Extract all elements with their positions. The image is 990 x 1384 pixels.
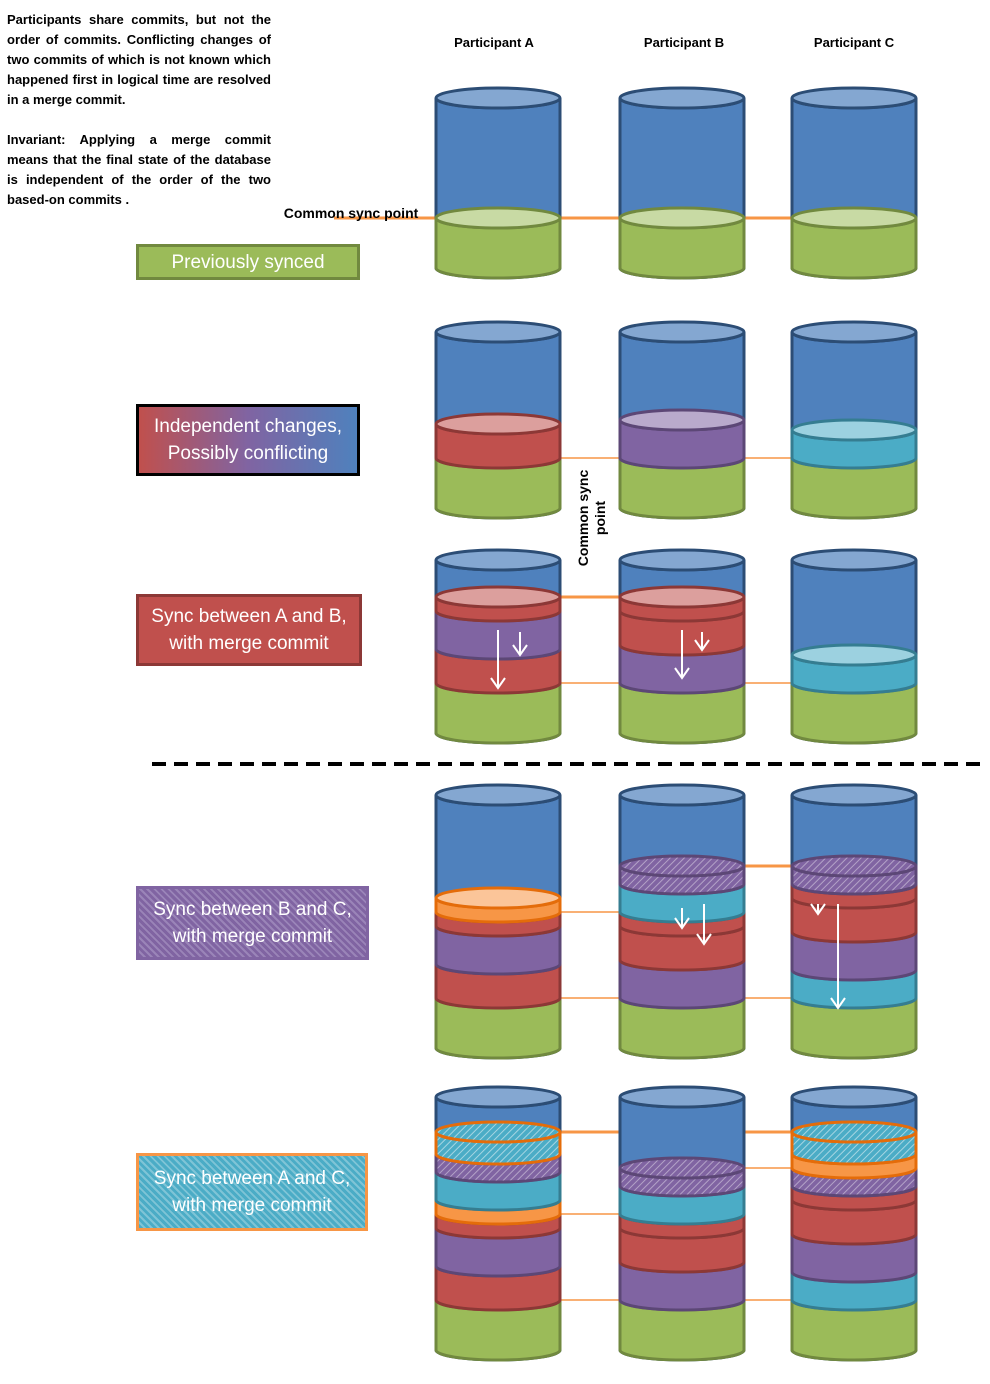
label-line: Independent changes,	[153, 416, 343, 437]
layer-top-surface	[790, 643, 918, 667]
sync-a-b-label: Sync between A and B, with merge commit	[136, 594, 362, 666]
database-top	[618, 783, 746, 807]
database-top	[434, 1085, 562, 1109]
merge-arrow	[830, 904, 846, 1010]
merge-arrow	[810, 903, 826, 916]
merge-arrow	[696, 904, 712, 946]
layer-top-surface	[790, 1120, 918, 1144]
layer-top-surface	[618, 206, 746, 230]
layer-top-surface	[618, 585, 746, 609]
database-top	[790, 548, 918, 572]
cylinder-stage1-participant-b	[618, 86, 746, 280]
cylinders	[434, 86, 918, 1362]
cylinder-stage1-participant-a	[434, 86, 562, 280]
database-top	[618, 320, 746, 344]
merge-arrow	[490, 630, 506, 690]
cylinder-stage2-participant-a	[434, 320, 562, 520]
layer-top-surface	[434, 206, 562, 230]
label-line: with merge commit	[172, 1195, 332, 1216]
cylinder-stage2-participant-c	[790, 320, 918, 520]
intro-paragraph-2: Invariant: Applying a merge commit means…	[7, 132, 271, 207]
label-line: Sync between A and B,	[151, 606, 347, 627]
layer-top-surface	[618, 408, 746, 432]
layer-top-surface	[618, 1156, 746, 1180]
cylinder-stage3-participant-c	[790, 548, 918, 745]
label-line: with merge commit	[172, 926, 333, 947]
common-sync-point-label: Common sync point	[284, 205, 419, 221]
participant-c-header: Participant C	[813, 35, 895, 50]
merge-arrow	[512, 632, 528, 657]
sync-lines	[334, 216, 792, 1301]
merge-arrow	[694, 632, 710, 652]
label-line: Previously synced	[171, 251, 325, 273]
cylinder-stage5-participant-a	[434, 1085, 562, 1362]
label-line: with merge commit	[169, 633, 329, 654]
participant-a-header: Participant A	[454, 35, 534, 50]
sync-a-c-label: Sync between A and C, with merge commit	[136, 1153, 368, 1231]
intro-text: Participants share commits, but not the …	[7, 10, 271, 210]
database-top	[790, 86, 918, 110]
participant-b-header: Participant B	[643, 35, 725, 50]
database-top	[618, 548, 746, 572]
label-line: Sync between B and C,	[153, 899, 352, 920]
database-top	[618, 1085, 746, 1109]
layer-top-surface	[790, 418, 918, 442]
layer-top-surface	[790, 206, 918, 230]
layer-top-surface	[434, 585, 562, 609]
label-line: Sync between A and C,	[153, 1168, 351, 1189]
merge-arrow	[674, 630, 690, 680]
cylinder-stage1-participant-c	[790, 86, 918, 280]
database-top	[618, 86, 746, 110]
previously-synced-label: Previously synced	[136, 244, 360, 280]
sync-b-c-label: Sync between B and C, with merge commit	[136, 886, 369, 960]
independent-changes-label: Independent changes, Possibly conflicting	[136, 404, 360, 476]
common-sync-point-vertical-label: Common syncpoint	[575, 470, 608, 567]
annotations: Common syncpoint Common sync point	[284, 205, 846, 1010]
database-top	[434, 783, 562, 807]
cylinder-stage2-participant-b	[618, 320, 746, 520]
database-top	[790, 1085, 918, 1109]
intro-paragraph-1: Participants share commits, but not the …	[7, 12, 271, 107]
database-top	[790, 320, 918, 344]
layer-top-surface	[618, 854, 746, 878]
layer-top-surface	[434, 1120, 562, 1144]
layer-top-surface	[790, 854, 918, 878]
merge-arrow	[674, 908, 690, 930]
database-top	[434, 320, 562, 344]
label-line: Possibly conflicting	[167, 443, 329, 464]
database-top	[790, 783, 918, 807]
layer-top-surface	[434, 412, 562, 436]
database-top	[434, 86, 562, 110]
layer-top-surface	[434, 886, 562, 910]
cylinder-stage5-participant-b	[618, 1085, 746, 1362]
database-top	[434, 548, 562, 572]
cylinder-stage4-participant-c	[790, 783, 918, 1060]
cylinder-stage5-participant-c	[790, 1085, 918, 1362]
cylinder-stage4-participant-a	[434, 783, 562, 1060]
